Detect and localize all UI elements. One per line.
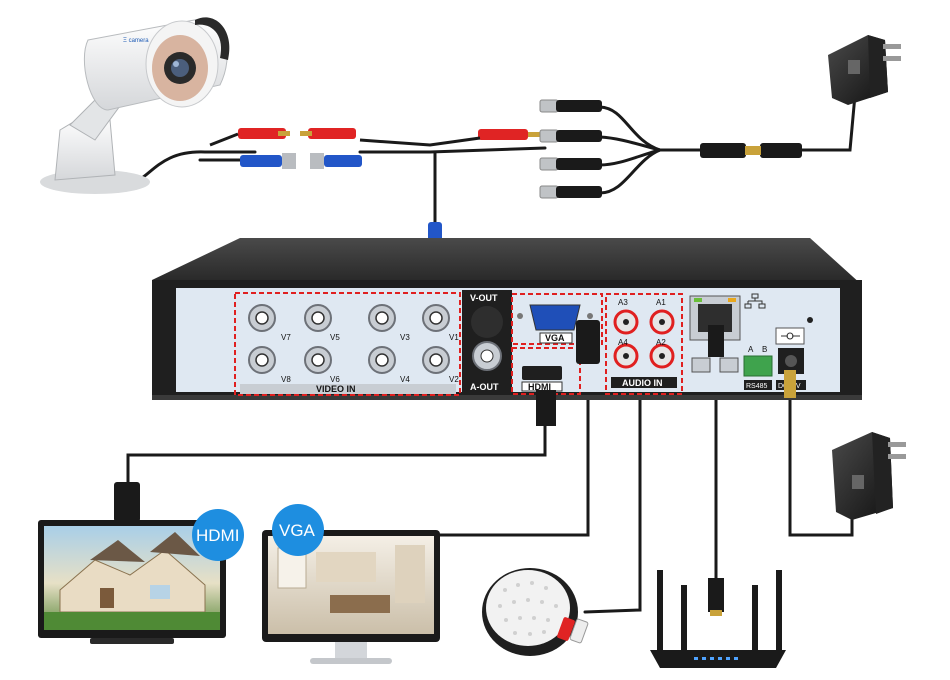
hdmi-cable [126,418,547,492]
vga-port [529,304,581,331]
vga-badge-text: VGA [279,521,316,540]
rs485-terminal [743,355,773,377]
dvr-icon: V7 V5 V3 V1 V8 V6 V4 V2 VIDEO IN V-OUT A… [152,238,862,426]
channel-label: V1 [449,333,459,342]
channel-label: V3 [400,333,410,342]
vga-label: VGA [545,333,565,343]
vga-callout [511,293,603,345]
splitter-lead-3 [598,148,662,167]
dc-cable [788,393,854,537]
router-icon [650,570,786,668]
rca-connectors [209,128,542,147]
audio-channel-label: A4 [618,338,628,347]
vout-label: V-OUT [470,293,498,303]
network-icon [744,293,766,309]
rca-audio-ports [613,309,675,369]
hdmi-badge-text: HDMI [196,526,239,545]
vga-cable [438,358,590,537]
extension-cable [358,146,547,154]
adapter-cable-top [798,93,857,152]
power-led [807,317,813,323]
aout-label: A-OUT [470,382,499,392]
channel-label: V5 [330,333,340,342]
audio-channel-label: A1 [656,298,666,307]
splitter-lead-2 [598,135,662,152]
rs485-pin-label: B [762,345,767,354]
channel-label: V2 [449,375,459,384]
channel-label: V4 [400,375,410,384]
power-adapter-icon [828,35,901,105]
audio-in-label: AUDIO IN [622,378,663,388]
svg-text:Ξ camera: Ξ camera [123,38,149,44]
audio-cable [583,363,642,614]
video-in-callout [234,292,461,396]
audio-channel-label: A3 [618,298,628,307]
power-adapter-icon [832,432,906,520]
microphone-icon [482,568,589,656]
lan-port [689,295,741,373]
channel-label: V7 [281,333,291,342]
camera-icon: Ξ camera [40,17,230,194]
audio-channel-label: A2 [656,338,666,347]
hdmi-label: HDMI [528,382,551,392]
vga-badge: VGA [272,504,324,556]
channel-label: V8 [281,375,291,384]
channel-label: V6 [330,375,340,384]
rs485-label: RS485 [746,383,768,390]
vga-monitor-icon [262,530,440,664]
splitter-lead-4 [598,148,662,195]
rs485-pin-label: A [748,345,754,354]
tv-monitor-icon [38,482,226,644]
power-splitter [539,99,802,199]
hdmi-badge: HDMI [192,509,244,561]
video-in-label: VIDEO IN [316,384,356,394]
